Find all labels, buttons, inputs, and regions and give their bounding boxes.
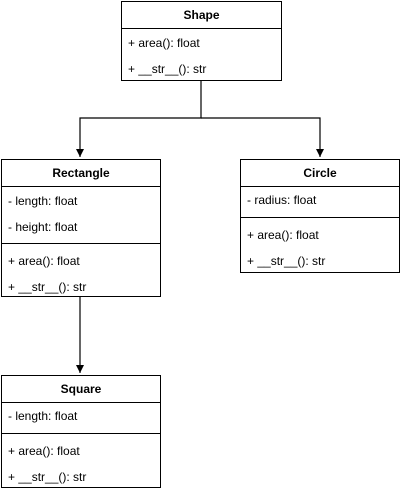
class-box-circle[interactable]: Circle - radius: float + area(): float +… <box>240 159 400 273</box>
attributes-section-square: - length: float <box>2 403 160 433</box>
method-row: + area(): float <box>8 254 80 268</box>
attributes-section-circle: - radius: float <box>241 187 399 217</box>
attributes-section-rectangle: - length: float - height: float <box>2 187 160 243</box>
edge-shape-rectangle <box>76 81 202 157</box>
method-row: + area(): float <box>8 444 80 458</box>
method-row: + __str__(): str <box>8 470 87 484</box>
method-row: + __str__(): str <box>8 280 87 294</box>
attribute-row: - height: float <box>8 220 78 234</box>
class-name-square: Square <box>2 376 160 403</box>
class-name-shape: Shape <box>122 2 281 29</box>
methods-section-rectangle: + area(): float + __str__(): str <box>2 243 160 300</box>
class-box-rectangle[interactable]: Rectangle - length: float - height: floa… <box>1 159 161 297</box>
class-box-shape[interactable]: Shape + area(): float + __str__(): str <box>121 1 282 81</box>
methods-section-square: + area(): float + __str__(): str <box>2 433 160 490</box>
method-row: + __str__(): str <box>128 62 207 76</box>
attribute-row: - length: float <box>8 194 78 208</box>
methods-section-circle: + area(): float + __str__(): str <box>241 217 399 274</box>
method-row: + area(): float <box>128 36 200 50</box>
attribute-row: - radius: float <box>247 193 317 207</box>
edge-shape-circle <box>201 117 324 157</box>
method-row: + __str__(): str <box>247 254 326 268</box>
method-row: + area(): float <box>247 228 319 242</box>
class-name-circle: Circle <box>241 160 399 187</box>
class-name-rectangle: Rectangle <box>2 160 160 187</box>
attribute-row: - length: float <box>8 409 78 423</box>
class-box-square[interactable]: Square - length: float + area(): float +… <box>1 375 161 488</box>
methods-section-shape: + area(): float + __str__(): str <box>122 29 281 82</box>
